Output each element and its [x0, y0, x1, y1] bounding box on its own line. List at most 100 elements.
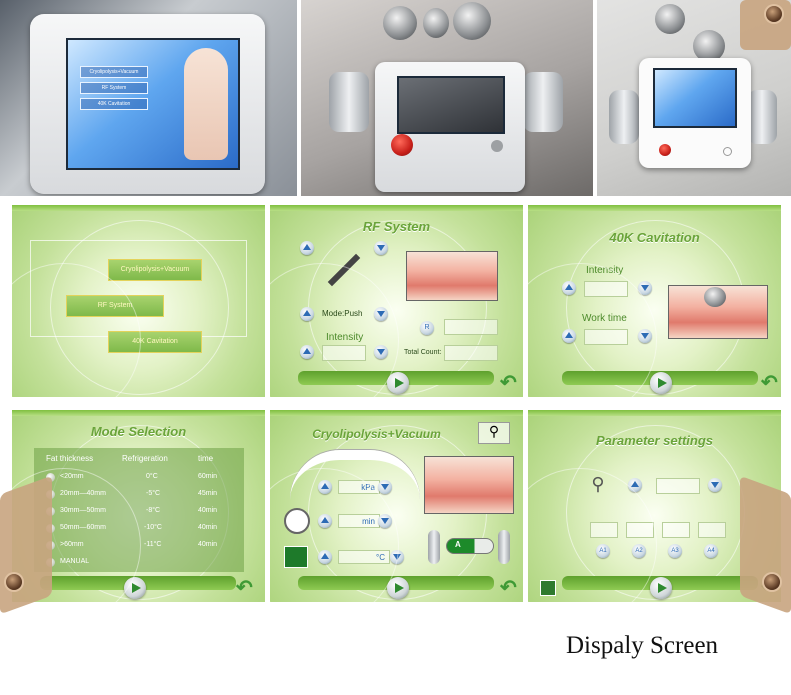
panel-top-bar: [12, 410, 265, 416]
start-button[interactable]: [387, 577, 409, 599]
photo-device-screen-closeup: Cryolipolysis+Vacuum RF System 40K Cavit…: [0, 0, 297, 196]
time-value: 60min: [198, 473, 218, 480]
mode-label: Mode:Push: [322, 309, 363, 318]
fat-thickness-value: <20mm: [60, 473, 84, 480]
fat-thickness-value: >60mm: [60, 541, 84, 548]
refrigeration-value: -11°C: [144, 541, 162, 548]
fat-thickness-value: 30mm—50mm: [60, 507, 106, 514]
intensity-down-button[interactable]: [374, 345, 388, 359]
start-button[interactable]: [124, 577, 146, 599]
decrease-button[interactable]: [374, 241, 388, 255]
page-title: RF System: [362, 219, 431, 234]
menu-button-40k-cavitation[interactable]: 40K Cavitation: [108, 331, 202, 353]
refrigeration-value: -5°C: [146, 490, 161, 497]
start-button[interactable]: [650, 372, 672, 394]
vacuum-kpa-field: kPa: [338, 480, 380, 494]
save-icon[interactable]: [540, 580, 556, 596]
intensity-up-button[interactable]: [300, 345, 314, 359]
menu-frame: [30, 240, 247, 337]
column-header-time: time: [198, 454, 214, 463]
intensity-up-button[interactable]: [562, 281, 576, 295]
emergency-stop-button[interactable]: [659, 144, 671, 156]
intensity-field: [584, 281, 628, 297]
corner-clip-decoration: [740, 0, 791, 50]
back-arrow-icon[interactable]: ↶: [500, 372, 517, 394]
flow-down-button[interactable]: [708, 478, 722, 492]
rf-handpiece-icon: [327, 253, 361, 287]
handpiece-head: [693, 30, 725, 62]
refrigeration-value: 0°C: [146, 473, 158, 480]
back-arrow-icon[interactable]: ↶: [761, 372, 778, 394]
cryo-handle: [329, 72, 369, 132]
table-row[interactable]: >60mm -11°C 40min: [40, 538, 240, 554]
vacuum-down-button[interactable]: [378, 480, 392, 494]
menu-button-cryolipolysis-vacuum[interactable]: Cryolipolysis+Vacuum: [108, 259, 202, 281]
rivet-icon: [6, 574, 22, 590]
refrigeration-value: -8°C: [146, 507, 161, 514]
preset-field: [626, 522, 654, 538]
panel-main-menu: Cryolipolysis+Vacuum RF System 40K Cavit…: [12, 205, 265, 397]
lcd-screen-off: [397, 76, 505, 134]
temperature-arc-gauge: [290, 450, 420, 500]
start-button[interactable]: [650, 577, 672, 599]
preset-field: [698, 522, 726, 538]
temperature-down-button[interactable]: [390, 550, 404, 564]
left-handle-icon[interactable]: [428, 530, 440, 564]
table-row[interactable]: 30mm—50mm -8°C 40min: [40, 504, 240, 520]
handle-toggle-switch[interactable]: A: [446, 538, 494, 554]
emergency-stop-button[interactable]: [391, 134, 413, 156]
back-arrow-icon[interactable]: ↶: [500, 577, 517, 599]
time-value: 40min: [198, 507, 218, 514]
handpiece-head: [383, 6, 417, 40]
back-arrow-icon[interactable]: ↶: [236, 577, 253, 599]
manual-mode-label: MANUAL: [60, 558, 90, 565]
lcd-screen: [653, 68, 737, 128]
vacuum-up-button[interactable]: [318, 480, 332, 494]
time-up-button[interactable]: [318, 514, 332, 528]
table-row[interactable]: 50mm—60mm -10°C 40min: [40, 521, 240, 537]
cavitation-handpiece-icon: [704, 287, 726, 307]
temperature-celsius-field: °C: [338, 550, 390, 564]
lcd-menu-item: RF System: [80, 82, 148, 94]
panel-40k-cavitation: 40K Cavitation Intensity Work time ↶: [528, 205, 781, 397]
photo-device-angled: [597, 0, 791, 196]
menu-button-rf-system[interactable]: RF System: [66, 295, 164, 317]
preset-a1-button[interactable]: A1: [596, 544, 610, 558]
intensity-down-button[interactable]: [638, 281, 652, 295]
faucet-icon[interactable]: ⚲: [478, 422, 510, 444]
start-button[interactable]: [387, 372, 409, 394]
handpiece-head: [423, 8, 449, 38]
panel-top-bar: [270, 410, 523, 416]
r-badge[interactable]: R: [420, 321, 434, 335]
preset-a3-button[interactable]: A3: [668, 544, 682, 558]
toggle-label: A: [455, 540, 461, 549]
preset-a2-button[interactable]: A2: [632, 544, 646, 558]
time-up-button[interactable]: [562, 329, 576, 343]
table-row[interactable]: <20mm 0°C 60min: [40, 470, 240, 486]
mode-next-button[interactable]: [374, 307, 388, 321]
faucet-icon: ⚲: [591, 474, 605, 494]
lcd-menu-item: 40K Cavitation: [80, 98, 148, 110]
table-row[interactable]: MANUAL: [40, 555, 240, 571]
table-header: Fat thickness Refrigeration time: [40, 451, 240, 467]
flow-field: [656, 478, 700, 494]
total-count-field: [444, 345, 498, 361]
fat-thickness-value: 20mm—40mm: [60, 490, 106, 497]
total-count-label: Total Count:: [404, 349, 442, 356]
temperature-up-button[interactable]: [318, 550, 332, 564]
right-handle-icon[interactable]: [498, 530, 510, 564]
lcd-menu-item: Cryolipolysis+Vacuum: [80, 66, 148, 78]
page-title: Cryolipolysis+Vacuum: [312, 427, 441, 441]
time-down-button[interactable]: [378, 514, 392, 528]
panel-top-bar: [12, 205, 265, 211]
power-icon: [723, 147, 732, 156]
preset-a4-button[interactable]: A4: [704, 544, 718, 558]
lcd-screen: Cryolipolysis+Vacuum RF System 40K Cavit…: [66, 38, 240, 170]
cryo-handle-diagram-image: [424, 456, 514, 514]
time-down-button[interactable]: [638, 329, 652, 343]
table-row[interactable]: 20mm—40mm -5°C 45min: [40, 487, 240, 503]
photo-device-front: [301, 0, 593, 196]
mode-prev-button[interactable]: [300, 307, 314, 321]
flow-up-button[interactable]: [628, 478, 642, 492]
increase-button[interactable]: [300, 241, 314, 255]
